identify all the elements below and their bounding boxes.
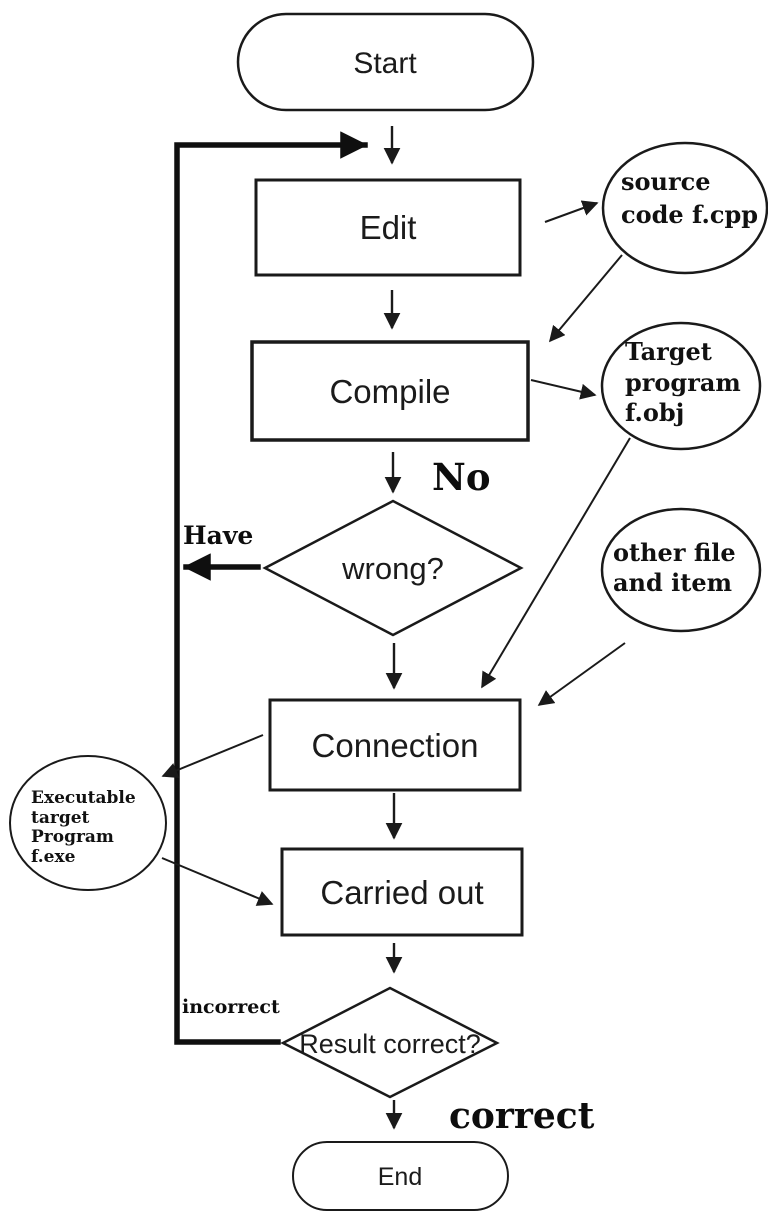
bubble-executable-line: target (31, 808, 90, 828)
node-compile-label: Compile (329, 373, 450, 410)
bubble-executable (9, 755, 167, 891)
node-end (292, 1141, 509, 1211)
node-edit-label: Edit (360, 209, 417, 246)
edge-label-have: Have (183, 521, 253, 550)
edge-label-correct: correct (449, 1095, 595, 1137)
node-end-label: End (378, 1163, 422, 1191)
node-carried-out (280, 847, 524, 937)
node-carried-out-label: Carried out (320, 874, 483, 911)
edge-label-incorrect: incorrect (182, 996, 280, 1018)
bubble-other-file-line: other file (613, 538, 736, 567)
bubble-target-program-line: program (625, 368, 741, 397)
arrow-connection-to-executable (161, 734, 264, 778)
node-compile (250, 340, 530, 442)
bubble-other-file-line: and item (613, 568, 732, 597)
node-result-label: Result correct? (299, 1029, 481, 1059)
bubble-executable-line: f.exe (31, 847, 76, 867)
bubble-executable-line: Program (31, 827, 114, 847)
node-connection-label: Connection (312, 727, 479, 764)
arrow-edit-to-source-code (544, 200, 599, 223)
arrow-target-program-to-connection (481, 437, 631, 689)
bubble-source-code (601, 141, 768, 275)
node-wrong-label: wrong? (341, 551, 444, 586)
bubble-source-code-line: source (621, 167, 711, 196)
node-connection (268, 698, 522, 792)
node-edit (254, 178, 522, 277)
arrow-source-code-to-compile (548, 254, 623, 343)
arrow-compile-to-target-program (530, 379, 597, 400)
node-start (236, 12, 535, 112)
arrow-other-file-to-connection (537, 642, 626, 706)
bubble-source-code-line: code f.cpp (621, 200, 758, 229)
bubble-target-program-line: Target (625, 337, 712, 366)
node-result-decision (280, 986, 500, 1099)
edge-label-no: No (432, 455, 491, 499)
bubble-other-file (600, 507, 762, 633)
node-start-label: Start (353, 47, 417, 80)
bubble-target-program-line: f.obj (625, 398, 684, 427)
node-wrong-decision (262, 499, 524, 637)
bubble-executable-line: Executable (31, 788, 136, 808)
bubble-target-program (600, 321, 762, 451)
arrow-executable-to-carried-out (161, 857, 274, 906)
feedback-loop-line (174, 131, 368, 1045)
